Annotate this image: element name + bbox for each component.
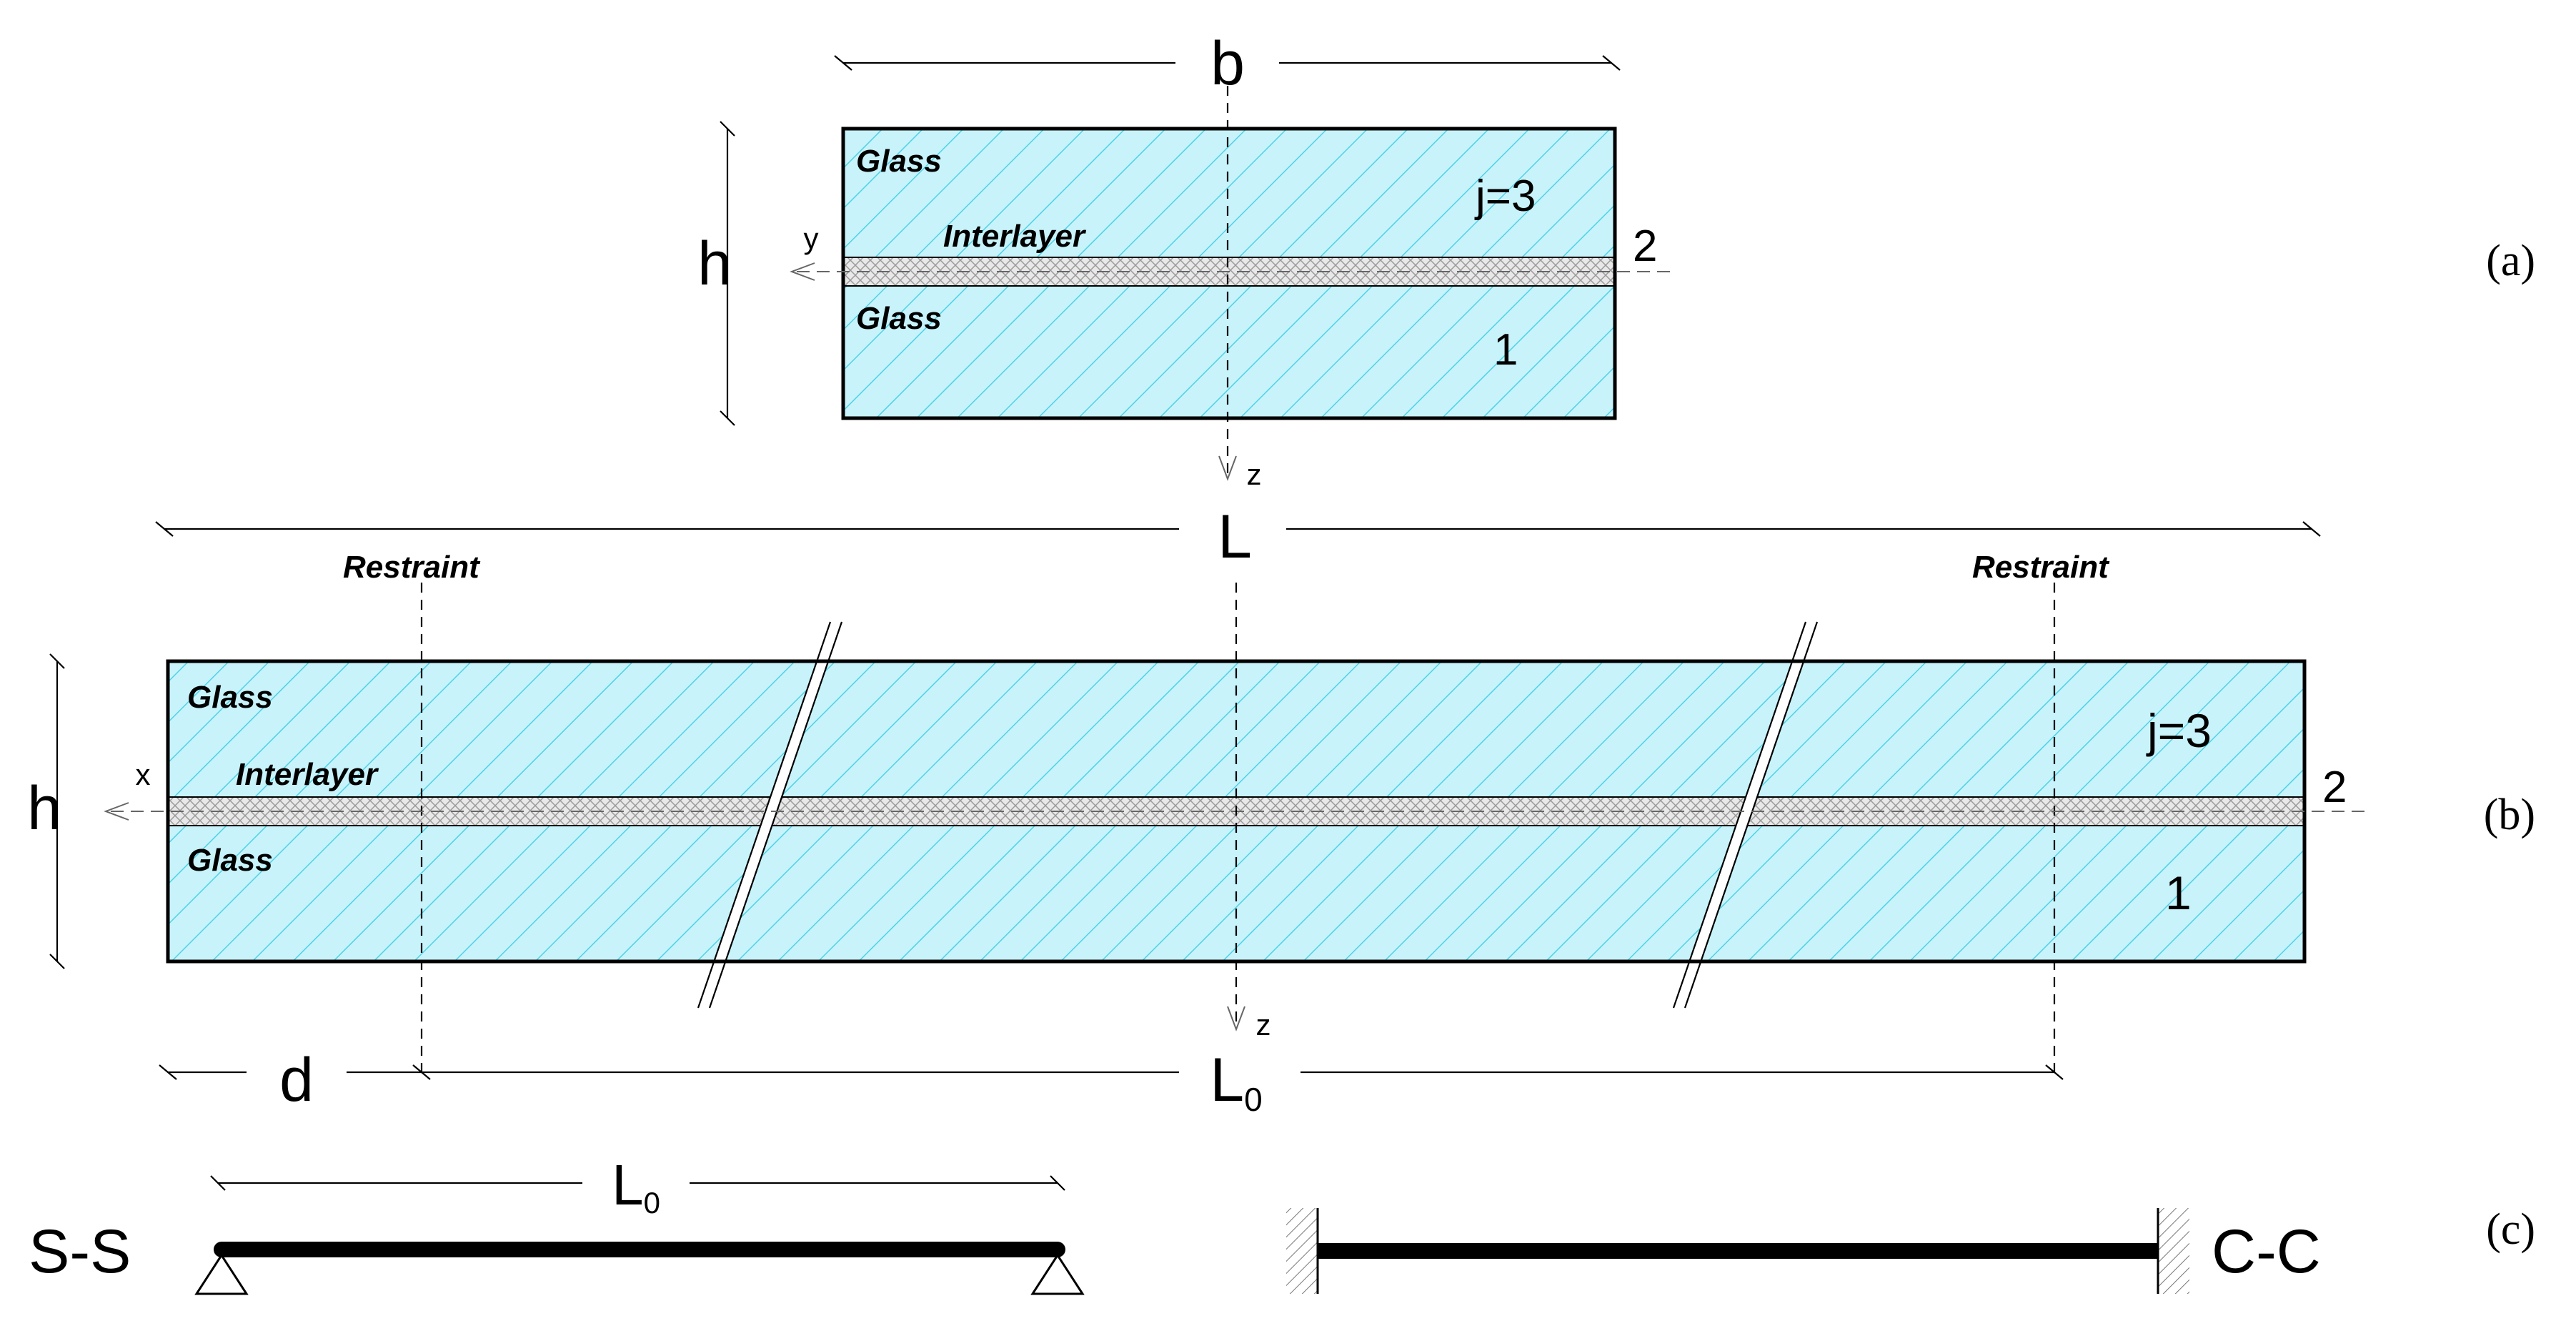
bottom-glass-label-a: Glass — [856, 301, 942, 336]
height-label-h-b: h — [27, 774, 61, 843]
dim-h-b: h — [27, 653, 65, 969]
axis-z-label-b: z — [1256, 1008, 1271, 1041]
dim-d-L0: d L0 — [159, 1046, 2064, 1118]
section-outline-a — [841, 127, 1617, 420]
layer-1-label-a: 1 — [1493, 325, 1518, 375]
glass-top-a — [843, 129, 1615, 257]
layer-2-label-a: 2 — [1633, 222, 1657, 271]
height-label-h-a: h — [697, 229, 732, 298]
panel-tag-b: (b) — [2484, 791, 2535, 839]
simply-supported-beam: S-S L0 — [29, 1153, 1085, 1295]
axis-x-label: x — [136, 758, 151, 791]
interlayer-label-b: Interlayer — [236, 757, 379, 792]
break-mark-right — [1654, 620, 1833, 1010]
panel-tag-c: (c) — [2486, 1205, 2535, 1254]
layer-1-label-b: 1 — [2165, 866, 2192, 919]
glass-bottom-a — [843, 286, 1615, 418]
wall-right — [2158, 1208, 2189, 1294]
layer-3-label-b: j=3 — [2146, 704, 2212, 757]
offset-label-d: d — [279, 1046, 314, 1114]
bottom-glass-label-b: Glass — [187, 843, 273, 878]
pin-support-right — [1030, 1253, 1085, 1295]
layer-2-label-b: 2 — [2322, 763, 2347, 812]
panel-c-boundary-conditions: S-S L0 C-C — [29, 1153, 2321, 1295]
panel-b-longitudinal: L Restraint Restraint h — [27, 503, 2365, 1118]
axis-y-label: y — [804, 222, 819, 255]
panel-a-cross-section: b h y z Glass Interlayer Glass j=3 2 1 — [697, 29, 1672, 491]
top-glass-label-a: Glass — [856, 144, 942, 179]
interlayer-label-a: Interlayer — [943, 219, 1087, 254]
span-label-L0-c: L0 — [612, 1153, 660, 1219]
panel-tag-a: (a) — [2486, 237, 2535, 285]
restraint-left-label: Restraint — [343, 550, 481, 585]
span-label-L0-b: L0 — [1210, 1046, 1262, 1118]
axis-z-label-a: z — [1247, 457, 1262, 491]
length-label-L: L — [1218, 503, 1252, 571]
break-mark-left — [679, 620, 857, 1010]
layer-3-label-a: j=3 — [1474, 172, 1536, 221]
top-glass-label-b: Glass — [187, 680, 273, 715]
cc-label: C-C — [2212, 1217, 2321, 1286]
clamped-beam: C-C — [1286, 1208, 2321, 1294]
wall-left — [1286, 1208, 1318, 1294]
dim-h-a: h — [697, 121, 735, 426]
ss-label: S-S — [29, 1217, 131, 1286]
pin-support-left — [194, 1253, 249, 1295]
dim-L: L — [155, 503, 2321, 571]
restraint-right-label: Restraint — [1972, 550, 2110, 585]
